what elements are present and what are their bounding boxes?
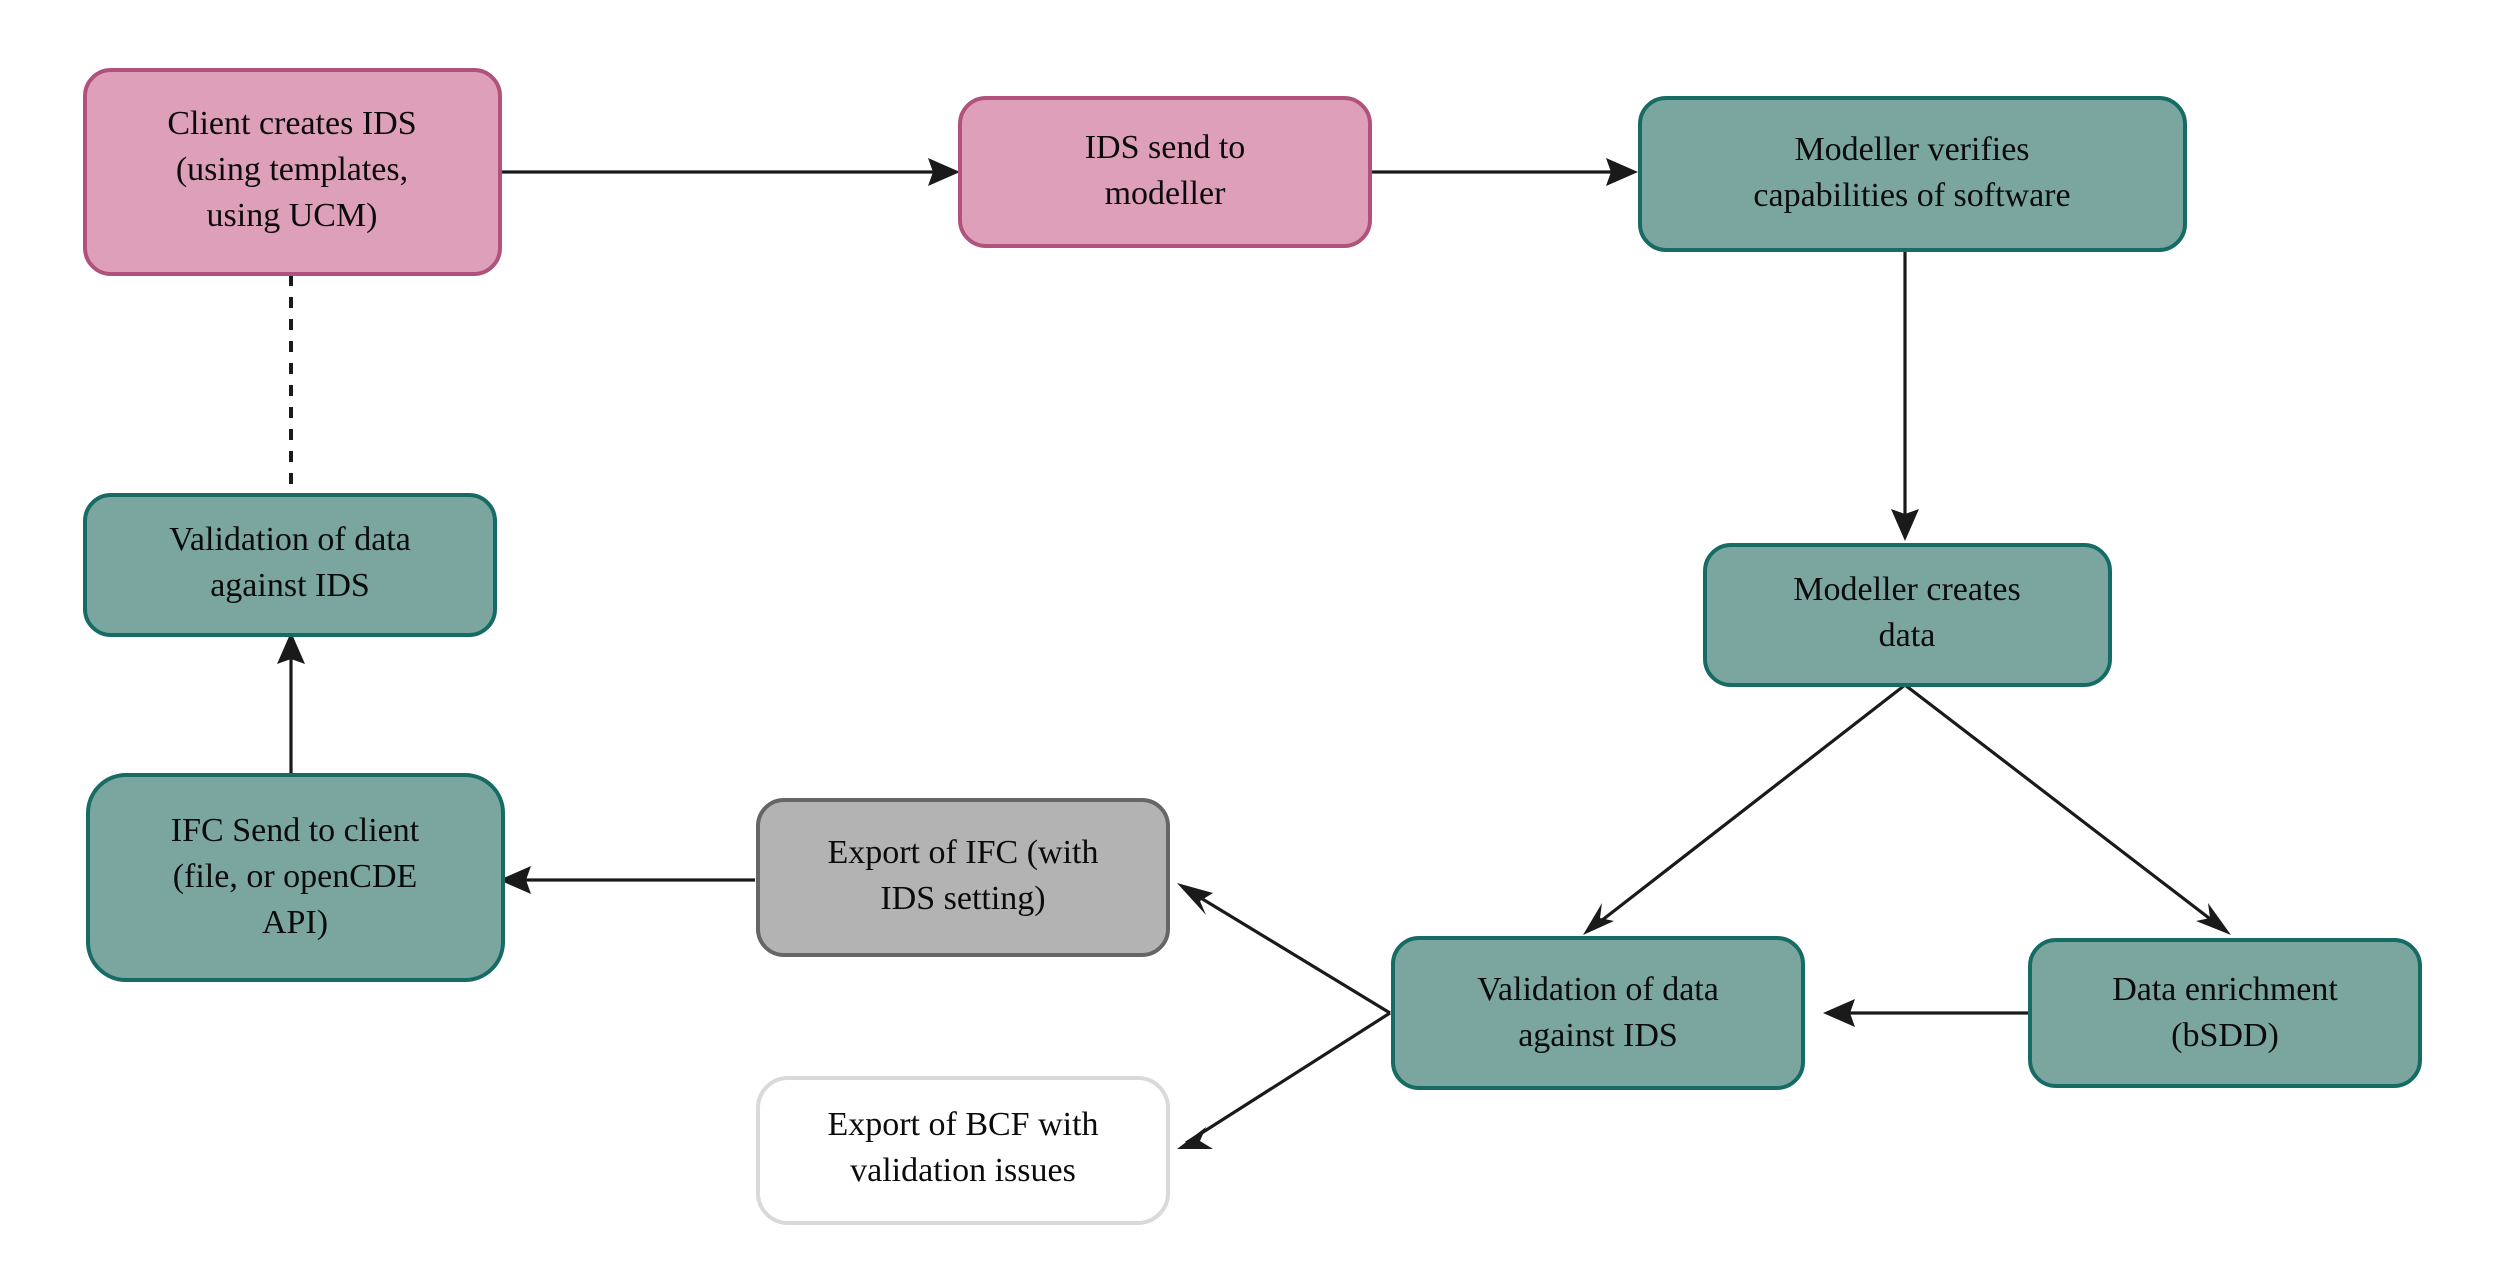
arrowhead-icon (928, 158, 960, 186)
edges-layer (277, 158, 2231, 1149)
node-shape (86, 773, 505, 982)
node-label-line: (bSDD) (2171, 1017, 2279, 1054)
edge-validationright-to-exportbcf (1177, 1011, 1391, 1149)
arrowhead-icon (1606, 158, 1638, 186)
node-shape (1703, 543, 2112, 687)
node-label-line: (file, or openCDE (173, 858, 418, 895)
node-modeller-verifies-capabilities[interactable]: Modeller verifies capabilities of softwa… (1638, 96, 2187, 252)
node-validation-of-data-left[interactable]: Validation of data against IDS (83, 493, 497, 637)
arrowhead-icon (1583, 903, 1614, 935)
node-label-line: (using templates, (176, 151, 408, 188)
arrowhead-icon (2196, 903, 2231, 935)
node-shape (83, 493, 497, 637)
node-ifc-send-to-client[interactable]: IFC Send to client (file, or openCDE API… (86, 773, 505, 982)
arrowhead-icon (1177, 883, 1213, 915)
node-label-line: against IDS (210, 567, 370, 604)
node-label-line: Modeller creates (1793, 571, 2021, 608)
arrowhead-icon (1823, 999, 1855, 1027)
node-client-creates-ids[interactable]: Client creates IDS (using templates, usi… (83, 68, 502, 276)
node-label-line: against IDS (1518, 1017, 1678, 1054)
node-label-line: Client creates IDS (167, 105, 416, 142)
node-label-line: validation issues (850, 1152, 1076, 1189)
node-validation-of-data-right[interactable]: Validation of data against IDS (1391, 936, 1805, 1090)
edge-creates-to-validationright (1583, 683, 1906, 935)
node-modeller-creates-data[interactable]: Modeller creates data (1703, 543, 2112, 687)
node-label-line: Validation of data (169, 521, 411, 558)
edge-validationright-to-exportifc (1177, 883, 1391, 1015)
arrowhead-icon (1891, 509, 1919, 541)
edge-verifies-to-creates (1891, 250, 1919, 541)
node-shape (1638, 96, 2187, 252)
node-label-line: IDS setting) (880, 880, 1045, 917)
edge-exportifc-to-ifcsend (499, 866, 755, 894)
nodes-layer: Client creates IDS (using templates, usi… (83, 68, 2422, 1225)
node-label-line: using UCM) (207, 197, 378, 234)
node-ids-send-to-modeller[interactable]: IDS send to modeller (958, 96, 1372, 248)
node-label-line: data (1879, 617, 1936, 654)
arrowhead-icon (499, 866, 531, 894)
node-shape (958, 96, 1372, 248)
node-label-line: API) (262, 904, 328, 941)
node-export-of-ifc[interactable]: Export of IFC (with IDS setting) (756, 798, 1170, 957)
node-label-line: IDS send to (1085, 129, 1246, 166)
node-shape (756, 798, 1170, 957)
node-shape (756, 1076, 1170, 1225)
node-label-line: Validation of data (1477, 971, 1719, 1008)
node-shape (1391, 936, 1805, 1090)
edge-creates-to-enrichment (1904, 683, 2231, 935)
edge-idssend-to-verifies (1370, 158, 1638, 186)
node-label-line: Data enrichment (2112, 971, 2338, 1008)
node-label-line: capabilities of software (1753, 177, 2070, 214)
node-export-of-bcf[interactable]: Export of BCF with validation issues (756, 1076, 1170, 1225)
node-shape (83, 68, 502, 276)
arrowhead-icon (1177, 1127, 1213, 1149)
edge-client-to-idssend (500, 158, 960, 186)
edge-enrichment-to-validationright (1823, 999, 2028, 1027)
node-shape (2028, 938, 2422, 1088)
node-label-line: IFC Send to client (171, 812, 420, 849)
node-label-line: Export of BCF with (827, 1106, 1098, 1143)
node-label-line: Modeller verifies (1794, 131, 2029, 168)
node-data-enrichment-bsdd[interactable]: Data enrichment (bSDD) (2028, 938, 2422, 1088)
edge-ifcsend-to-validationleft (277, 632, 305, 773)
node-label-line: modeller (1105, 175, 1227, 212)
arrowhead-icon (277, 632, 305, 664)
node-label-line: Export of IFC (with (827, 834, 1098, 871)
